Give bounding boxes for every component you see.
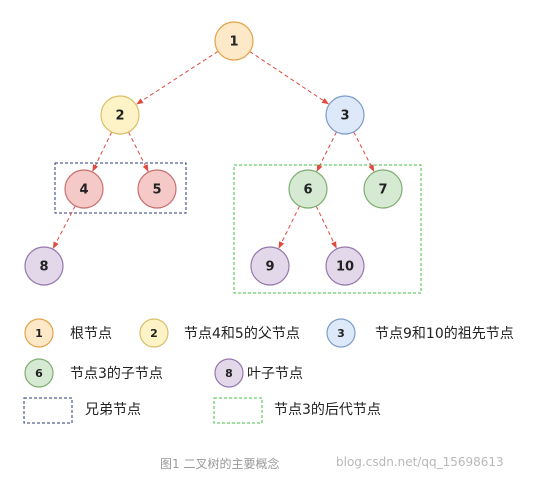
legend-leaf-swatch-circle (214, 358, 244, 388)
tree-node-6-label: 6 (303, 183, 312, 198)
legend-root-swatch: 1 (24, 318, 54, 348)
tree-node-8: 8 (24, 246, 64, 286)
legend-ancestor-swatch: 3 (326, 318, 356, 348)
legend-sibling-label: 兄弟节点 (85, 402, 141, 418)
legend-parent-swatch-circle (139, 318, 169, 348)
watermark-text: blog.csdn.net/qq_15698613 (336, 455, 504, 469)
legend-ancestor-label: 节点9和10的祖先节点 (375, 326, 514, 342)
tree-node-5-label: 5 (152, 183, 161, 198)
tree-node-7: 7 (363, 169, 403, 209)
legend-root-swatch-circle (24, 318, 54, 348)
tree-node-4: 4 (64, 169, 104, 209)
tree-node-10-label: 10 (336, 260, 354, 275)
legend-ancestor-swatch-label: 3 (337, 327, 345, 340)
edge-1-2 (136, 50, 219, 105)
tree-node-2-circle (100, 95, 140, 135)
tree-node-1-label: 1 (229, 35, 238, 50)
edge-2-5 (128, 131, 149, 172)
legend-child-swatch-label: 6 (35, 367, 43, 380)
legend-child-label: 节点3的子节点 (70, 366, 163, 382)
legend-root-label: 根节点 (70, 326, 112, 342)
tree-node-6: 6 (288, 169, 328, 209)
edge-3-7 (353, 131, 375, 172)
edge-2-4 (92, 131, 113, 172)
legend-sibling-swatch (23, 397, 73, 424)
tree-node-4-label: 4 (79, 183, 88, 198)
edge-6-10 (315, 205, 337, 249)
descendants-box (233, 164, 422, 294)
tree-node-1-circle (214, 21, 254, 61)
legend-descendant-label: 节点3的后代节点 (274, 402, 381, 418)
legend-leaf-swatch: 8 (214, 358, 244, 388)
tree-node-8-label: 8 (39, 260, 48, 275)
tree-node-1: 1 (214, 21, 254, 61)
legend-ancestor-swatch-circle (326, 318, 356, 348)
tree-node-6-circle (288, 169, 328, 209)
tree-node-9-circle (250, 246, 290, 286)
legend-leaf-swatch-label: 8 (225, 367, 233, 380)
tree-node-3-label: 3 (340, 109, 349, 124)
tree-node-2: 2 (100, 95, 140, 135)
tree-node-8-circle (24, 246, 64, 286)
tree-node-2-label: 2 (115, 109, 124, 124)
edge-1-3 (249, 51, 329, 105)
legend-leaf-label: 叶子节点 (247, 366, 303, 382)
tree-node-9: 9 (250, 246, 290, 286)
legend-parent-label: 节点4和5的父节点 (184, 326, 300, 342)
edge-3-6 (316, 131, 337, 172)
tree-node-7-circle (363, 169, 403, 209)
legend-child-swatch: 6 (24, 358, 54, 388)
tree-node-5: 5 (137, 169, 177, 209)
edge-6-9 (278, 205, 301, 249)
tree-node-10: 10 (325, 246, 365, 286)
tree-node-10-circle (325, 246, 365, 286)
legend-child-swatch-circle (24, 358, 54, 388)
legend-descendant-swatch (213, 397, 263, 424)
tree-node-9-label: 9 (265, 260, 274, 275)
figure-caption: 图1 二叉树的主要概念 (160, 457, 280, 471)
tree-node-4-circle (64, 169, 104, 209)
siblings-box (54, 162, 187, 214)
tree-node-5-circle (137, 169, 177, 209)
legend-parent-swatch: 2 (139, 318, 169, 348)
legend-parent-swatch-label: 2 (150, 327, 158, 340)
tree-node-7-label: 7 (378, 183, 387, 198)
tree-node-3: 3 (325, 95, 365, 135)
legend-root-swatch-label: 1 (35, 327, 43, 340)
edge-4-8 (52, 205, 76, 249)
tree-node-3-circle (325, 95, 365, 135)
